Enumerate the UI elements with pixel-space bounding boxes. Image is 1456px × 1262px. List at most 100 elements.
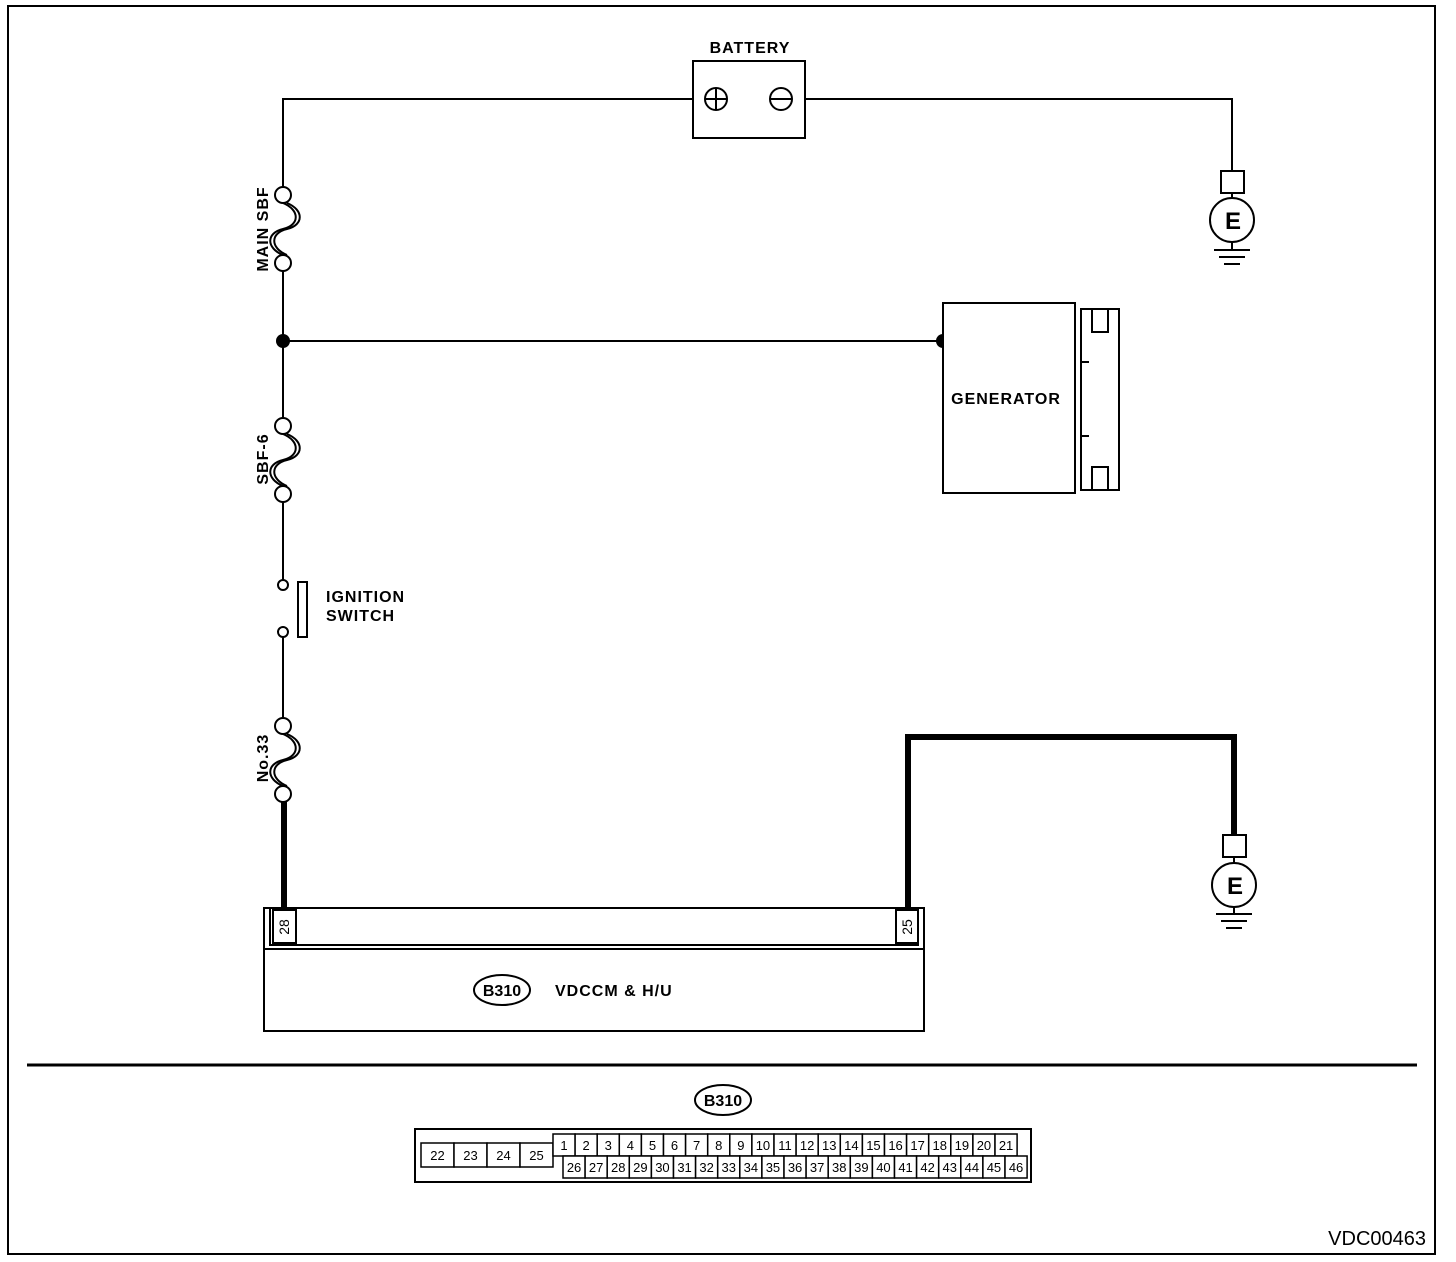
connector-pin-23-label: 23 — [463, 1148, 477, 1163]
connector-pin-20: 20 — [972, 1133, 996, 1157]
connector-pin-24-label: 24 — [496, 1148, 510, 1163]
ignition-label-line2: SWITCH — [326, 608, 395, 625]
connector-pin-39-label: 39 — [854, 1160, 868, 1175]
connector-pin-46: 46 — [1004, 1155, 1028, 1179]
connector-pin-34-label: 34 — [744, 1160, 758, 1175]
connector-pin-30: 30 — [650, 1155, 675, 1179]
connector-pin-15: 15 — [861, 1133, 886, 1157]
connector-pin-25-label: 25 — [529, 1148, 543, 1163]
connector-pin-32: 32 — [694, 1155, 719, 1179]
connector-pin-36-label: 36 — [788, 1160, 802, 1175]
connector-pin-41: 41 — [893, 1155, 918, 1179]
battery-circuit — [282, 98, 1233, 187]
connector-pin-2-label: 2 — [583, 1138, 590, 1153]
connector-pin-9: 9 — [729, 1133, 753, 1157]
vdccm-module — [263, 907, 925, 1032]
connector-pin-27: 27 — [584, 1155, 608, 1179]
connector-pin-26: 26 — [562, 1155, 586, 1179]
connector-pin-13: 13 — [817, 1133, 842, 1157]
connector-pin-13-label: 13 — [822, 1138, 836, 1153]
connector-code-label: B310 — [704, 1093, 742, 1110]
connector-pin-39: 39 — [849, 1155, 874, 1179]
connector-pin-31-label: 31 — [677, 1160, 691, 1175]
connector-pin-40-label: 40 — [876, 1160, 890, 1175]
connector-pin-28-label: 28 — [611, 1160, 625, 1175]
connector-pin-43-label: 43 — [943, 1160, 957, 1175]
connector-pin-41-label: 41 — [898, 1160, 912, 1175]
connector-pin-4-label: 4 — [627, 1138, 634, 1153]
connector-pin-7: 7 — [684, 1133, 709, 1157]
battery-label: BATTERY — [710, 40, 791, 57]
connector-pin-8-label: 8 — [715, 1138, 722, 1153]
connector-pin-44: 44 — [960, 1155, 984, 1179]
connector-pin-18: 18 — [927, 1133, 952, 1157]
connector-pin-46-label: 46 — [1009, 1160, 1023, 1175]
connector-pin-20-label: 20 — [977, 1138, 991, 1153]
generator-label: GENERATOR — [951, 391, 1061, 408]
connector-pin-36: 36 — [783, 1155, 807, 1179]
connector-pin-7-label: 7 — [693, 1138, 700, 1153]
generator-symbol — [942, 302, 1120, 494]
connector-pin-33-label: 33 — [722, 1160, 736, 1175]
connector-pin-16: 16 — [883, 1133, 908, 1157]
connector-pin-44-label: 44 — [965, 1160, 979, 1175]
battery-symbol — [692, 60, 806, 139]
connector-pin-26-label: 26 — [567, 1160, 581, 1175]
connector-pin-12: 12 — [795, 1133, 819, 1157]
connector-pin-2: 2 — [574, 1133, 598, 1157]
sbf6-fuse — [269, 417, 301, 503]
connector-pin-6-label: 6 — [671, 1138, 678, 1153]
connector-pin-29: 29 — [628, 1155, 653, 1179]
connector-pin-11: 11 — [773, 1133, 797, 1157]
connector-pin-17: 17 — [905, 1133, 930, 1157]
connector-pin-10: 10 — [751, 1133, 775, 1157]
main-sbf-fuse — [269, 186, 301, 272]
connector-pin-6: 6 — [662, 1133, 687, 1157]
page-frame — [7, 5, 1436, 1255]
connector-pin-5-label: 5 — [649, 1138, 656, 1153]
module-name-label: VDCCM & H/U — [555, 983, 673, 1000]
ground-label-top: E — [1225, 208, 1241, 235]
connector-pin-35: 35 — [761, 1155, 785, 1179]
connector-pin-28: 28 — [606, 1155, 631, 1179]
connector-pin-14-label: 14 — [844, 1138, 858, 1153]
connector-pin-30-label: 30 — [655, 1160, 669, 1175]
connector-pin-3: 3 — [596, 1133, 621, 1157]
sbf6-label: SBF-6 — [255, 433, 272, 484]
connector-pin-1: 1 — [552, 1133, 576, 1157]
connector-pin-32-label: 32 — [699, 1160, 713, 1175]
connector-pin-22-label: 22 — [430, 1148, 444, 1163]
connector-pin-1-label: 1 — [560, 1138, 567, 1153]
main-sbf-label: MAIN SBF — [255, 186, 272, 271]
ground-symbol-bottom — [1211, 834, 1257, 929]
module-code-label: B310 — [483, 983, 521, 1000]
connector-pin-11-label: 11 — [778, 1138, 792, 1153]
connector-pin-14: 14 — [839, 1133, 864, 1157]
connector-pin-31: 31 — [672, 1155, 697, 1179]
connector-pin-23: 23 — [453, 1142, 488, 1168]
connector-pin-4: 4 — [618, 1133, 643, 1157]
connector-pin-43: 43 — [937, 1155, 962, 1179]
wire-pin25-to-ground — [905, 734, 1237, 908]
connector-pin-24: 24 — [486, 1142, 521, 1168]
ground-label-bottom: E — [1227, 873, 1243, 900]
wire-battery-to-ground — [805, 98, 1233, 171]
diagram-id: VDC00463 — [1328, 1228, 1426, 1250]
connector-pin-38: 38 — [827, 1155, 852, 1179]
connector-pin-40: 40 — [871, 1155, 896, 1179]
connector-pin-18-label: 18 — [933, 1138, 947, 1153]
connector-pin-9-label: 9 — [737, 1138, 744, 1153]
ignition-switch — [277, 579, 308, 638]
connector-pin-42-label: 42 — [920, 1160, 934, 1175]
connector-pin-10-label: 10 — [756, 1138, 770, 1153]
connector-pin-37: 37 — [805, 1155, 829, 1179]
connector-pin-12-label: 12 — [800, 1138, 814, 1153]
connector-pin-5: 5 — [640, 1133, 665, 1157]
connector-pin-35-label: 35 — [766, 1160, 780, 1175]
ground-symbol-top — [1209, 170, 1255, 265]
connector-pin-42: 42 — [915, 1155, 940, 1179]
module-code-badge — [473, 974, 531, 1006]
no33-fuse — [269, 717, 301, 803]
